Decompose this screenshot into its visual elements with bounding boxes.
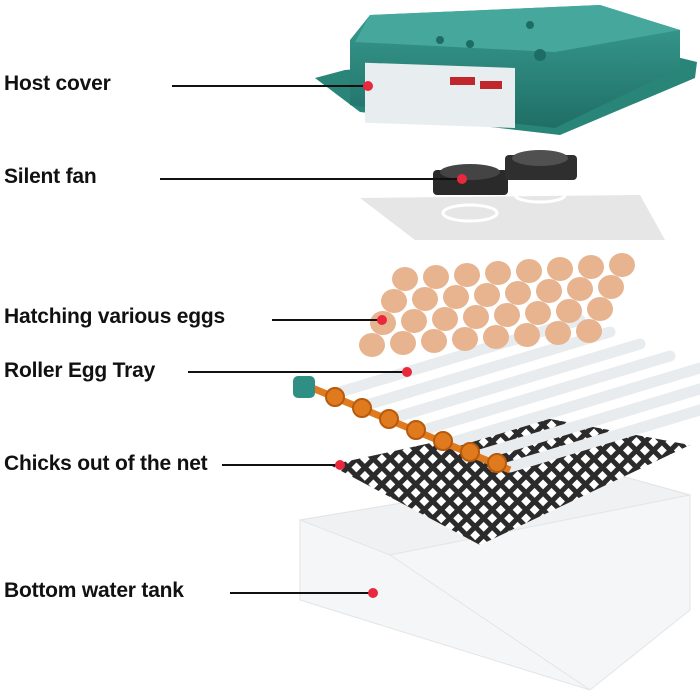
roller-tube [384, 338, 646, 425]
label-water-tank: Bottom water tank [4, 579, 184, 602]
temperature-display [450, 77, 475, 85]
egg [412, 287, 438, 311]
egg [516, 259, 542, 283]
egg [381, 289, 407, 313]
marker-dot [363, 81, 373, 91]
label-host-cover: Host cover [4, 72, 111, 95]
egg [578, 255, 604, 279]
roller-gear [352, 398, 372, 418]
humidity-display [480, 81, 502, 89]
egg [483, 325, 509, 349]
roller-tube [444, 362, 700, 449]
roller-motor [293, 376, 315, 398]
marker-dot [457, 174, 467, 184]
egg [525, 301, 551, 325]
egg [505, 281, 531, 305]
label-silent-fan: Silent fan [4, 165, 97, 188]
egg [390, 331, 416, 355]
egg [567, 277, 593, 301]
roller-gear [433, 431, 453, 451]
roller-tube [354, 326, 616, 413]
roller-gear [379, 409, 399, 429]
label-eggs: Hatching various eggs [4, 305, 226, 328]
egg [545, 321, 571, 345]
egg [587, 297, 613, 321]
egg [443, 285, 469, 309]
roller-tube [504, 404, 700, 473]
hatching-net [330, 418, 690, 545]
host-cover [315, 5, 697, 135]
label-net: Chicks out of the net [4, 452, 208, 475]
egg [494, 303, 520, 327]
silent-fan [360, 150, 665, 240]
egg [452, 327, 478, 351]
egg [432, 307, 458, 331]
egg [454, 263, 480, 287]
label-roller-tray: Roller Egg Tray [4, 359, 156, 382]
marker-dot [335, 460, 345, 470]
egg [536, 279, 562, 303]
marker-dot [377, 315, 387, 325]
roller-gear [325, 387, 345, 407]
egg [423, 265, 449, 289]
marker-dot [402, 367, 412, 377]
roller-gear [460, 442, 480, 462]
egg [556, 299, 582, 323]
egg [474, 283, 500, 307]
leader-lines [160, 85, 462, 594]
roller-tube [414, 350, 676, 437]
egg [514, 323, 540, 347]
roller-tube [474, 383, 700, 461]
egg [421, 329, 447, 353]
egg-cluster [359, 253, 635, 357]
roller-gear [406, 420, 426, 440]
egg [392, 267, 418, 291]
marker-dot [368, 588, 378, 598]
egg [401, 309, 427, 333]
egg [485, 261, 511, 285]
egg [609, 253, 635, 277]
control-panel [365, 62, 515, 128]
egg [463, 305, 489, 329]
egg [359, 333, 385, 357]
egg [576, 319, 602, 343]
egg [598, 275, 624, 299]
egg [547, 257, 573, 281]
roller-gear [487, 453, 507, 473]
